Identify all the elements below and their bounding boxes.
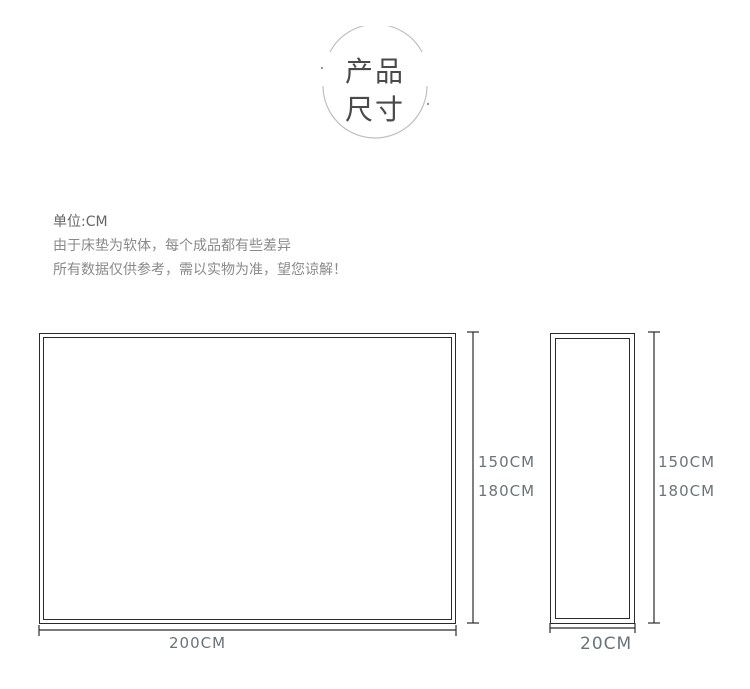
note-line-1: 由于床垫为软体，每个成品都有些差异 — [53, 238, 291, 254]
front-view-frame — [39, 333, 456, 624]
side-height-label-1: 150CM — [658, 453, 716, 471]
side-view-inner-frame — [555, 338, 630, 619]
notes-block: 单位:CM 由于床垫为软体，每个成品都有些差异 所有数据仅供参考，需以实物为准，… — [53, 210, 347, 282]
front-height-label-2: 180CM — [478, 482, 536, 500]
badge-title-line1: 产品 — [344, 55, 405, 88]
front-width-label: 200CM — [169, 634, 227, 652]
badge-title-line2: 尺寸 — [344, 93, 405, 126]
note-line-2: 所有数据仅供参考，需以实物为准，望您谅解！ — [53, 262, 347, 278]
title-badge: 产品 尺寸 — [318, 26, 432, 146]
badge-circle-icon — [320, 26, 430, 139]
side-height-label-2: 180CM — [658, 482, 716, 500]
unit-label: 单位:CM — [53, 214, 108, 230]
side-view-frame — [550, 333, 635, 624]
side-thickness-label: 20CM — [580, 634, 633, 654]
front-height-label-1: 150CM — [478, 453, 536, 471]
front-view-inner-frame — [43, 337, 452, 620]
